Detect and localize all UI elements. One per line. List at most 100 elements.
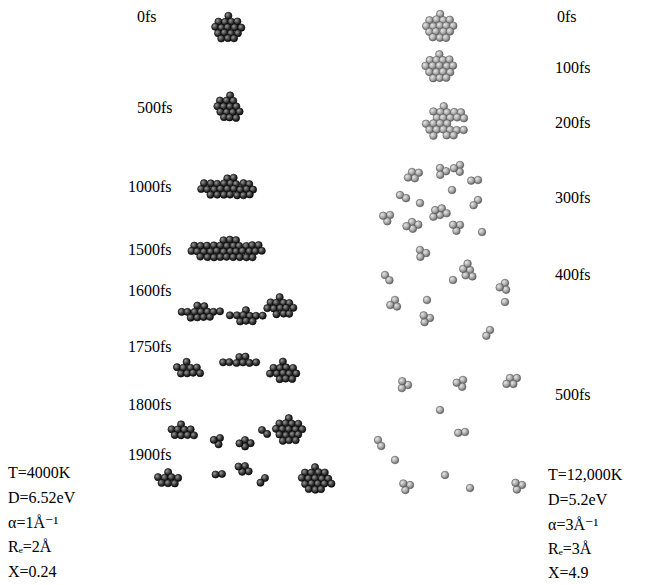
atom — [285, 437, 292, 444]
atom — [226, 312, 233, 319]
atom — [223, 253, 230, 260]
atom — [232, 114, 239, 121]
atom — [266, 370, 273, 377]
atom — [398, 384, 406, 392]
atom — [177, 432, 184, 439]
atom — [197, 253, 204, 260]
atom — [441, 471, 449, 479]
atom — [187, 314, 194, 321]
atom — [448, 186, 456, 194]
parameter-label: X=0.24 — [8, 563, 57, 581]
atom — [454, 429, 462, 437]
atom — [386, 276, 394, 284]
atom — [286, 310, 293, 317]
atom — [276, 431, 283, 438]
atom — [478, 228, 486, 236]
atom — [464, 260, 472, 268]
atom — [226, 359, 233, 366]
atom — [245, 468, 252, 475]
atom — [453, 379, 461, 387]
atom — [158, 479, 165, 486]
time-label: 1800fs — [128, 396, 172, 414]
atom — [436, 171, 444, 179]
parameter-label: Rₑ=2Å — [8, 538, 51, 556]
atom — [420, 312, 428, 320]
atom — [233, 359, 240, 366]
atom — [328, 480, 335, 487]
atom — [190, 369, 197, 376]
parameter-label: Rₑ=3Å — [548, 540, 591, 558]
atom — [470, 201, 478, 209]
atom — [230, 35, 237, 42]
atom — [469, 273, 477, 281]
atom — [512, 479, 520, 487]
atom — [387, 301, 395, 309]
atom — [398, 377, 406, 385]
time-label: 1750fs — [128, 338, 172, 356]
atom — [230, 253, 237, 260]
atom — [273, 311, 280, 318]
atom — [510, 380, 518, 388]
atom — [430, 132, 438, 140]
atom — [184, 431, 191, 438]
atom — [467, 177, 475, 185]
time-label: 1600fs — [128, 282, 172, 300]
atom — [236, 108, 243, 115]
atom — [204, 254, 211, 261]
atom — [239, 359, 246, 366]
atom — [416, 199, 424, 207]
time-label: 1000fs — [128, 178, 172, 196]
parameter-label: X=4.9 — [548, 564, 589, 582]
time-label: 1900fs — [128, 446, 172, 464]
parameter-label: T=4000K — [8, 464, 70, 482]
atom — [404, 174, 412, 182]
atom — [466, 484, 474, 492]
time-label: 0fs — [137, 8, 157, 26]
atom — [402, 194, 410, 202]
atom — [236, 253, 243, 260]
atom — [503, 380, 511, 388]
atom — [460, 126, 468, 134]
atom — [216, 308, 223, 315]
atom — [292, 437, 299, 444]
atom — [449, 221, 457, 229]
atom — [461, 428, 469, 436]
parameter-label: T=12,000K — [548, 466, 622, 484]
atom — [403, 222, 411, 230]
atom — [258, 247, 265, 254]
parameter-label: α=1Å⁻¹ — [8, 514, 58, 532]
atom — [436, 406, 444, 414]
atom — [282, 375, 289, 382]
atom — [411, 174, 419, 182]
parameter-label: D=5.2eV — [548, 491, 607, 509]
atom — [196, 370, 203, 377]
atom — [460, 114, 468, 122]
atom — [501, 298, 509, 306]
atom — [442, 34, 450, 42]
atom — [377, 442, 385, 450]
atom — [257, 479, 264, 486]
atom — [236, 440, 243, 447]
atom — [443, 209, 451, 217]
atom — [259, 312, 266, 319]
time-label: 0fs — [557, 8, 577, 26]
atom — [442, 74, 450, 82]
atom — [393, 303, 401, 311]
atom — [421, 318, 429, 326]
atom — [474, 176, 482, 184]
atom — [206, 313, 213, 320]
atom — [379, 212, 387, 220]
atom — [453, 114, 461, 122]
atom — [246, 191, 253, 198]
atom — [246, 359, 253, 366]
parameter-label: α=3Å⁻¹ — [548, 516, 598, 534]
atom — [423, 296, 431, 304]
parameter-label: D=6.52eV — [8, 489, 75, 507]
atom — [235, 463, 242, 470]
atom — [450, 132, 458, 140]
atoms — [154, 10, 525, 494]
atom — [190, 432, 197, 439]
atom — [496, 284, 504, 292]
atom — [218, 470, 225, 477]
